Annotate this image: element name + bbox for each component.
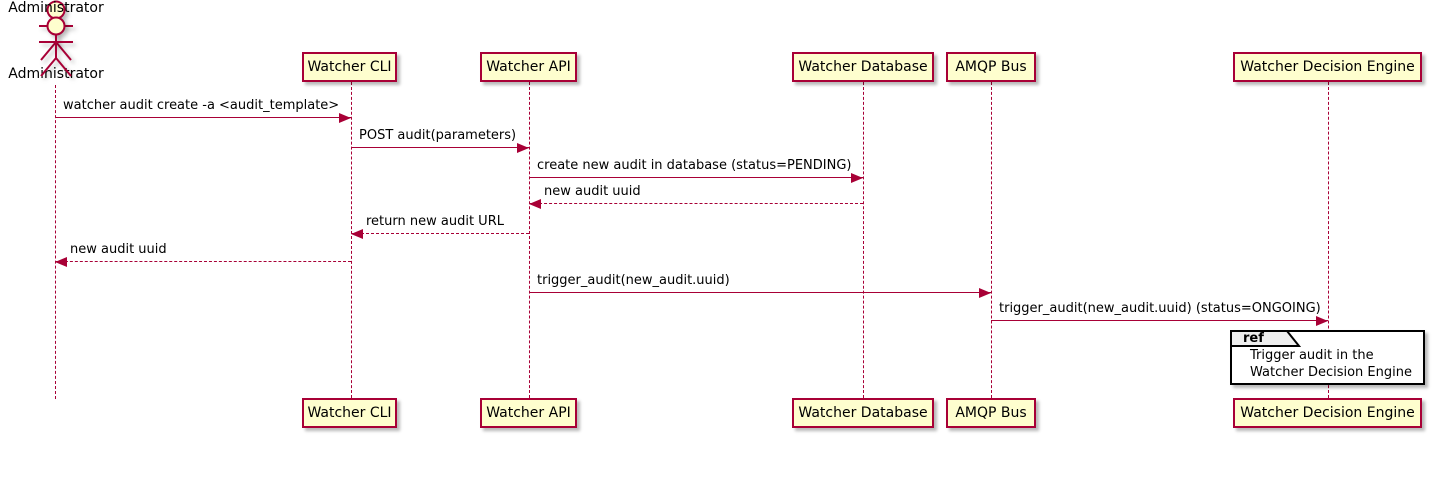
actor-administrator-bottom: Administrator [0,0,112,82]
ref-body: Trigger audit in the Watcher Decision En… [1250,347,1412,381]
actor-label: Administrator [8,0,104,16]
lifeline-watcher-decision-engine [1328,82,1329,398]
lifeline-watcher-api [529,82,530,398]
message-4-arrowhead-icon [529,199,541,209]
message-8-line [991,320,1328,321]
lifeline-watcher-database [863,82,864,398]
message-4-line [529,203,863,204]
participant-watcher-decision-engine-top: Watcher Decision Engine [1233,52,1422,82]
message-5-label: return new audit URL [366,214,504,229]
participant-watcher-database-bottom: Watcher Database [792,398,934,428]
message-7-line [529,292,991,293]
ref-fragment: ref Trigger audit in the Watcher Decisio… [1230,330,1425,385]
participant-watcher-api-bottom: Watcher API [480,398,577,428]
participant-amqp-bus-top: AMQP Bus [946,52,1036,82]
message-3-arrowhead-icon [851,173,863,183]
actor-label: Administrator [8,66,104,82]
message-2-arrowhead-icon [517,143,529,153]
participant-watcher-cli-top: Watcher CLI [302,52,397,82]
lifeline-amqp-bus [991,82,992,398]
message-5-line [351,233,529,234]
lifeline-watcher-cli [351,82,352,398]
message-4-label: new audit uuid [544,184,641,199]
message-6-line [55,261,351,262]
message-7-arrowhead-icon [979,288,991,298]
participant-label: Watcher API [486,59,571,75]
participant-label: Watcher CLI [307,405,392,421]
participant-label: Watcher API [486,405,571,421]
message-3-line [529,177,863,178]
message-2-line [351,147,529,148]
message-8-label: trigger_audit(new_audit.uuid) (status=ON… [999,301,1321,316]
participant-label: Watcher Decision Engine [1240,405,1415,421]
message-3-label: create new audit in database (status=PEN… [537,158,852,173]
message-1-label: watcher audit create -a <audit_template> [63,98,340,113]
actor-icon [39,16,73,77]
ref-text-line: Trigger audit in the [1250,348,1374,363]
participant-label: Watcher Database [798,59,928,75]
message-1-line [55,117,351,118]
participant-watcher-cli-bottom: Watcher CLI [302,398,397,428]
message-1-arrowhead-icon [339,113,351,123]
participant-label: Watcher Database [798,405,928,421]
participant-label: Watcher CLI [307,59,392,75]
message-7-label: trigger_audit(new_audit.uuid) [537,273,730,288]
participant-watcher-api-top: Watcher API [480,52,577,82]
ref-tab-icon [1230,330,1301,347]
participant-label: AMQP Bus [955,405,1027,421]
ref-text-line: Watcher Decision Engine [1250,365,1412,380]
message-6-arrowhead-icon [55,257,67,267]
message-2-label: POST audit(parameters) [359,128,517,143]
participant-label: AMQP Bus [955,59,1027,75]
participant-watcher-decision-engine-bottom: Watcher Decision Engine [1233,398,1422,428]
message-6-label: new audit uuid [70,242,167,257]
ref-keyword: ref [1243,331,1264,346]
message-8-arrowhead-icon [1316,316,1328,326]
message-5-arrowhead-icon [351,229,363,239]
participant-amqp-bus-bottom: AMQP Bus [946,398,1036,428]
participant-label: Watcher Decision Engine [1240,59,1415,75]
participant-watcher-database-top: Watcher Database [792,52,934,82]
lifeline-administrator [55,85,56,399]
